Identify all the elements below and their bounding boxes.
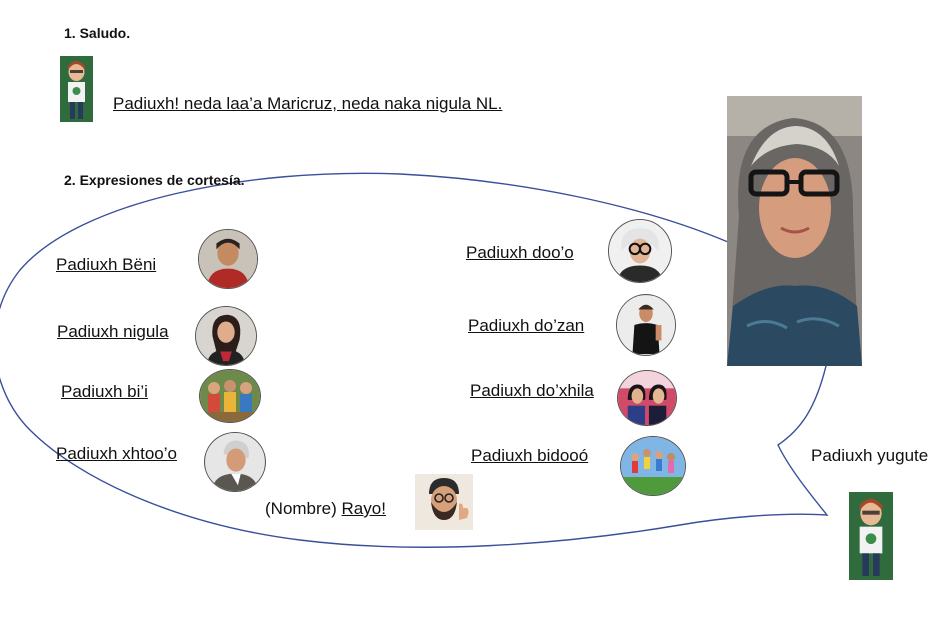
right-item-3-label: Padiuxh do’xhila [470,381,594,400]
left-item-2-label: Padiuxh nigula [57,322,169,341]
section-2-heading: 2. Expresiones de cortesía. [64,172,245,188]
two-young-women-photo-icon [617,370,677,426]
name-line: (Nombre) Rayo! [265,499,386,519]
name-prefix: (Nombre) [265,499,337,518]
older-woman-glasses-photo-icon [608,219,672,283]
teacher-avatar-icon [60,56,93,122]
bearded-memoji-thumbs-up-icon [415,474,473,530]
teacher-portrait-photo [727,96,862,366]
section-1-heading: 1. Saludo. [64,25,131,41]
side-text: Padiuxh yugute [811,446,929,465]
young-man-black-shirt-photo-icon [616,294,676,356]
teacher-avatar-icon-bottom [849,492,893,580]
older-man-photo-icon [204,432,266,492]
kids-jumping-photo-icon [620,436,686,496]
left-item-1-label: Padiuxh Bëni [56,255,157,274]
right-item-2-label: Padiuxh do’zan [468,316,585,335]
name-word: Rayo! [341,499,386,518]
right-item-1-label: Padiuxh doo’o [466,243,574,262]
left-item-3-label: Padiuxh bi’i [61,382,148,401]
woman-dark-hair-photo-icon [195,306,257,366]
left-item-4-label: Padiuxh xhtoo’o [56,444,177,463]
right-item-4-label: Padiuxh bidooó [471,446,589,465]
side-text-clip: Padiuxh yugute [811,440,930,470]
greeting-text: Padiuxh! neda laa’a Maricruz, neda naka … [113,94,503,113]
children-group-photo-icon [199,369,261,423]
man-red-shirt-photo-icon [198,229,258,289]
